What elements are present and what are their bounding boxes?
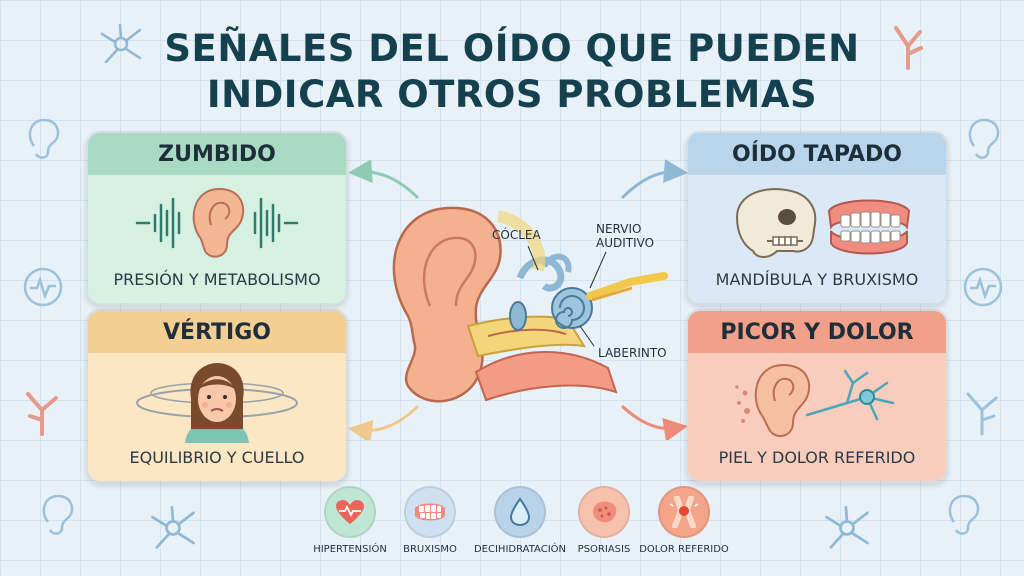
condition-dolor-referido: DOLOR REFERIDO bbox=[634, 486, 734, 555]
ear-anatomy-diagram: CÓCLEA NERVIO AUDITIVO LABERINTO bbox=[368, 196, 668, 426]
title-line-2: INDICAR OTROS PROBLEMAS bbox=[206, 73, 818, 116]
nerve-branch-icon bbox=[894, 26, 923, 70]
label-nervio-auditivo: NERVIO AUDITIVO bbox=[596, 222, 654, 250]
condition-hipertension: HIPERTENSIÓN bbox=[300, 486, 400, 555]
card-picor-dolor-heading: PICOR Y DOLOR bbox=[688, 311, 946, 353]
ear-outline-icon bbox=[28, 118, 60, 159]
condition-bruxismo: BRUXISMO bbox=[380, 486, 480, 555]
condition-label: PSORIASIS bbox=[577, 544, 631, 555]
condition-label: HIPERTENSIÓN bbox=[313, 544, 387, 555]
dizzy-woman-icon bbox=[136, 363, 298, 443]
ear-sound-waves-icon bbox=[135, 187, 299, 258]
ear-outline-icon bbox=[948, 494, 980, 535]
arrow-to-tapado bbox=[620, 159, 688, 200]
teeth-icon bbox=[404, 486, 456, 538]
pulse-circle-icon bbox=[963, 267, 1003, 307]
label-coclea: CÓCLEA bbox=[492, 228, 541, 242]
arrow-to-vertigo bbox=[348, 404, 420, 440]
joint-pain-icon bbox=[658, 486, 710, 538]
label-laberinto: LABERINTO bbox=[598, 346, 667, 360]
label-nervio-line-2: AUDITIVO bbox=[596, 236, 655, 250]
condition-psoriasis: PSORIASIS bbox=[554, 486, 654, 555]
water-drop-icon bbox=[494, 486, 546, 538]
nerve-branch-icon bbox=[966, 392, 998, 436]
neuron-icon bbox=[151, 506, 195, 549]
neuron-icon bbox=[100, 23, 142, 64]
card-zumbido-heading: ZUMBIDO bbox=[88, 133, 346, 175]
card-vertigo-heading: VÉRTIGO bbox=[88, 311, 346, 353]
condition-label: DECIHIDRATACIÓN bbox=[473, 544, 566, 555]
card-zumbido-caption: PRESIÓN Y METABOLISMO bbox=[113, 270, 321, 289]
page-title: SEÑALES DEL OÍDO QUE PUEDEN INDICAR OTRO… bbox=[0, 26, 1024, 118]
label-nervio-line-1: NERVIO bbox=[596, 222, 642, 236]
connector-arrows bbox=[348, 159, 688, 440]
ear-outline-icon bbox=[968, 118, 1000, 159]
card-oido-tapado: OÍDO TAPADO MANDÍBULA Y BRUXISMO bbox=[686, 131, 948, 305]
skin-patch-icon bbox=[578, 486, 630, 538]
nerve-branch-icon bbox=[26, 392, 58, 436]
heart-pulse-icon bbox=[324, 486, 376, 538]
ear-nerve-icon bbox=[735, 363, 895, 438]
condition-label: DOLOR REFERIDO bbox=[639, 544, 729, 555]
card-oido-tapado-caption: MANDÍBULA Y BRUXISMO bbox=[715, 270, 919, 289]
condition-label: BRUXISMO bbox=[403, 544, 457, 555]
inner-ear-illustration bbox=[392, 206, 668, 403]
arrow-to-zumbido bbox=[348, 159, 420, 200]
pulse-circle-icon bbox=[23, 267, 63, 307]
card-vertigo: VÉRTIGO EQUILIBRIO Y CUELLO bbox=[86, 309, 348, 483]
card-vertigo-caption: EQUILIBRIO Y CUELLO bbox=[129, 448, 305, 467]
arrow-to-picor bbox=[620, 404, 688, 440]
condition-deshidratacion: DECIHIDRATACIÓN bbox=[470, 486, 570, 555]
card-zumbido: ZUMBIDO PRESIÓN Y METABOLISMO bbox=[86, 131, 348, 305]
card-oido-tapado-heading: OÍDO TAPADO bbox=[688, 133, 946, 175]
skull-jaw-icon bbox=[735, 188, 911, 258]
related-conditions-row: HIPERTENSIÓN BRUXISMO DECIHIDRATACIÓN PS… bbox=[300, 486, 740, 566]
title-line-1: SEÑALES DEL OÍDO QUE PUEDEN bbox=[164, 27, 860, 70]
ear-outline-icon bbox=[42, 494, 74, 535]
card-picor-dolor-caption: PIEL Y DOLOR REFERIDO bbox=[718, 448, 916, 467]
card-picor-dolor: PICOR Y DOLOR PIEL Y DOLOR REFERIDO bbox=[686, 309, 948, 483]
neuron-icon bbox=[825, 506, 869, 549]
